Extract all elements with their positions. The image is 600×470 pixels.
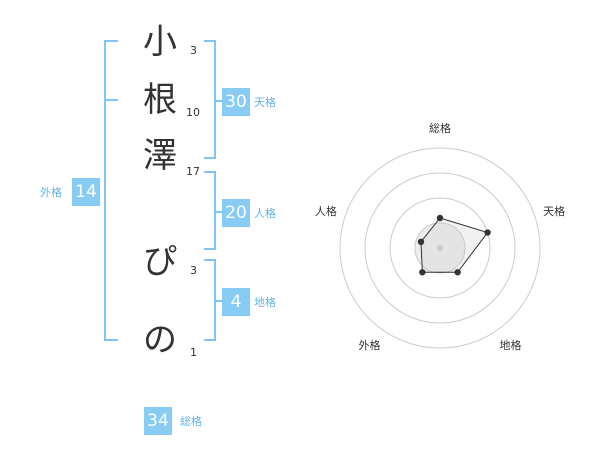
name-char-3: 澤 <box>143 136 177 176</box>
stroke-count-3: 17 <box>186 165 200 178</box>
stroke-count-2: 10 <box>186 106 200 119</box>
gaikaku-bracket-bottom <box>104 339 118 341</box>
gaikaku-label: 外格 <box>40 186 62 199</box>
chikaku-bracket-tick <box>214 300 222 302</box>
stroke-count-5: 1 <box>190 346 197 359</box>
tenkaku-label: 天格 <box>254 96 276 109</box>
gaikaku-bracket <box>104 40 106 341</box>
jinkaku-value-badge: 20 <box>222 199 250 227</box>
tenkaku-bracket-tick <box>214 100 222 102</box>
radar-axis-label-2: 天格 <box>543 204 565 218</box>
tenkaku-bracket <box>214 40 216 159</box>
tenkaku-bracket-top <box>204 40 216 42</box>
radar-ring-3 <box>364 172 516 324</box>
radar-series-polygon <box>420 217 489 273</box>
name-char-4: ぴ <box>143 242 177 282</box>
tenkaku-value-badge: 30 <box>222 88 250 116</box>
radar-axis-label-4: 外格 <box>358 338 380 352</box>
radar-axis-label-3: 地格 <box>500 338 522 352</box>
jinkaku-bracket-bottom <box>204 248 216 250</box>
chikaku-label: 地格 <box>254 296 276 309</box>
radar-point-5 <box>417 238 425 246</box>
radar-point-4 <box>419 269 426 276</box>
gaikaku-value-badge: 14 <box>72 178 100 206</box>
soukaku-value-badge: 34 <box>144 407 172 435</box>
radar-point-1 <box>436 214 444 222</box>
jinkaku-label: 人格 <box>254 207 276 220</box>
soukaku-label: 総格 <box>180 415 202 428</box>
radar-axis-label-1: 総格 <box>429 121 451 135</box>
tenkaku-bracket-bottom <box>204 157 216 159</box>
radar-ring-4 <box>339 147 541 349</box>
jinkaku-bracket-top <box>204 171 216 173</box>
jinkaku-bracket-tick <box>214 211 222 213</box>
name-char-5: の <box>143 320 177 360</box>
chikaku-bracket-top <box>204 259 216 261</box>
name-char-1: 小 <box>143 22 177 62</box>
stroke-count-1: 3 <box>190 44 197 57</box>
radar-point-2 <box>484 229 491 236</box>
radar-point-3 <box>454 269 461 276</box>
name-char-2: 根 <box>143 80 177 120</box>
jinkaku-bracket <box>214 171 216 250</box>
chikaku-value-badge: 4 <box>222 288 250 316</box>
radar-center-dot <box>437 245 443 251</box>
chikaku-bracket-bottom <box>204 339 216 341</box>
radar-ring-2 <box>389 197 491 299</box>
gaikaku-bracket-mid <box>104 99 118 101</box>
radar-axis-label-5: 人格 <box>315 204 337 218</box>
gaikaku-bracket-top <box>104 40 118 42</box>
stroke-count-4: 3 <box>190 264 197 277</box>
